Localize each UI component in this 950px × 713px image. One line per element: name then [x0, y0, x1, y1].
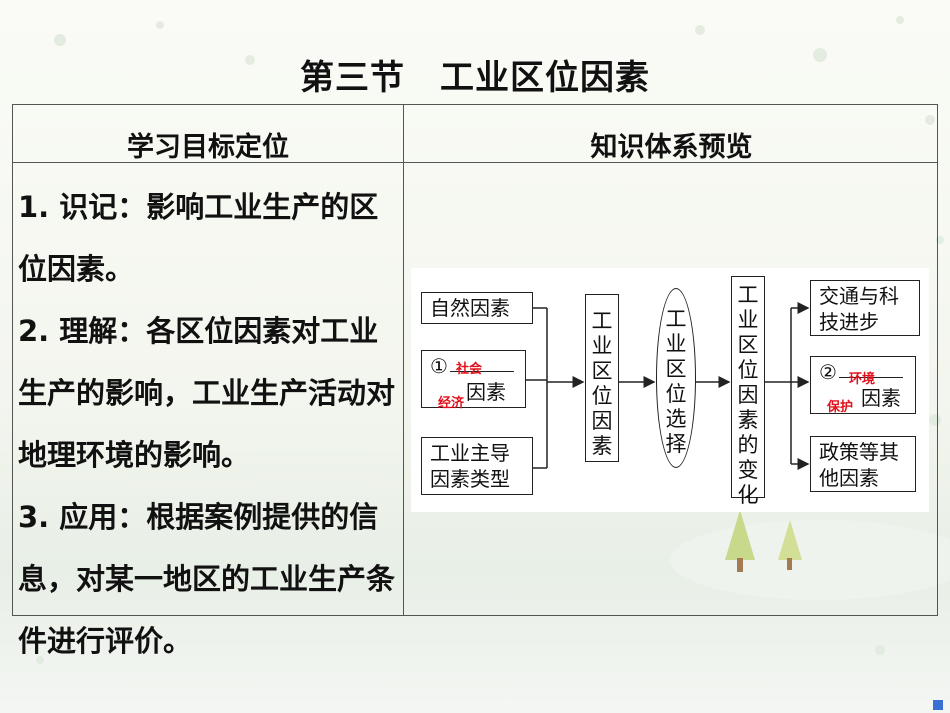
blank-number: ①	[430, 354, 448, 378]
transport-tech-box: 交通与科技进步	[810, 280, 920, 336]
table-divider-horizontal	[13, 162, 937, 163]
location-change-label: 工业区位因素的变化	[737, 283, 759, 507]
environment-factor-box: ② 因素 环境 保护	[810, 356, 916, 415]
learning-goals-list: 1. 识记：影响工业生产的区位因素。 2. 理解：各区位因素对工业生产的影响，工…	[18, 176, 400, 672]
goal-item: 2. 理解：各区位因素对工业生产的影响，工业生产活动对地理环境的影响。	[18, 314, 396, 472]
natural-factor-box: 自然因素	[421, 292, 533, 324]
dominant-factor-label: 工业主导因素类型	[430, 441, 510, 491]
policy-factor-box: 政策等其他因素	[810, 436, 916, 492]
policy-factor-label: 政策等其他因素	[819, 440, 899, 490]
goal-item: 1. 识记：影响工业生产的区位因素。	[18, 190, 379, 286]
natural-factor-label: 自然因素	[430, 296, 510, 320]
page-title: 第三节 工业区位因素	[300, 58, 650, 98]
content-table: 学习目标定位 知识体系预览	[12, 104, 938, 616]
dominant-factor-box: 工业主导因素类型	[421, 437, 533, 495]
answer-underline	[839, 377, 903, 378]
social-factor-suffix: 因素	[466, 380, 506, 404]
table-divider-vertical	[403, 105, 404, 615]
knowledge-preview-header: 知识体系预览	[590, 132, 753, 163]
answer-text: 经济	[438, 396, 465, 411]
blank-number: ②	[819, 360, 837, 384]
diagram-connectors	[526, 302, 810, 470]
learning-goals-header: 学习目标定位	[127, 132, 289, 163]
answer-text: 保护	[827, 400, 854, 415]
location-change-box: 工业区位因素的变化	[731, 276, 765, 507]
answer-text: 环境	[849, 372, 876, 387]
location-factors-box: 工业区位因素	[585, 294, 619, 462]
location-choice-label: 工业区位选择	[665, 307, 687, 456]
location-factors-label: 工业区位因素	[591, 309, 613, 458]
goal-item: 3. 应用：根据案例提供的信息，对某一地区的工业生产条件进行评价。	[18, 500, 396, 658]
knowledge-diagram: 自然因素 ① 因素 社会 经济 工业主导因素类型 工业区位因素 工业区位选择 工…	[411, 268, 929, 512]
transport-tech-label: 交通与科技进步	[819, 284, 899, 334]
environment-factor-suffix: 因素	[861, 386, 901, 410]
answer-text: 社会	[456, 362, 483, 377]
answer-underline	[450, 371, 514, 372]
location-choice-ellipse: 工业区位选择	[656, 288, 696, 468]
social-factor-box: ① 因素 社会 经济	[421, 350, 526, 411]
